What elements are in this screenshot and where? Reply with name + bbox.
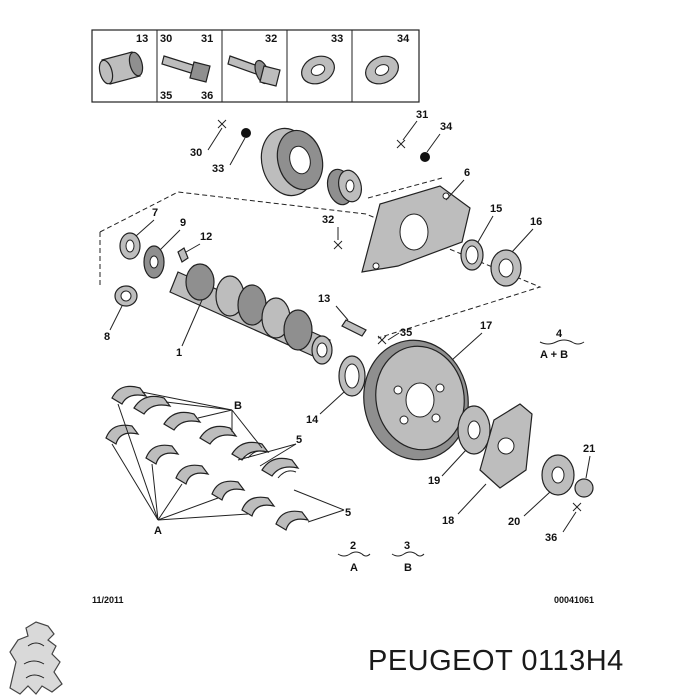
pilot-bush bbox=[574, 478, 594, 498]
bolt-marker-icon bbox=[377, 335, 387, 345]
callout-14: 14 bbox=[306, 414, 319, 426]
flywheel bbox=[363, 339, 469, 461]
callout-9: 9 bbox=[180, 217, 186, 229]
assembly-outline bbox=[367, 177, 443, 199]
footer-code: 00041061 bbox=[554, 595, 594, 605]
callout-a: A bbox=[154, 525, 162, 537]
callout-31: 31 bbox=[416, 109, 428, 121]
legend-label-36: 36 bbox=[201, 90, 213, 102]
legend-washer-icon bbox=[365, 55, 399, 85]
callout-15: 15 bbox=[490, 203, 502, 215]
brand-part-number: PEUGEOT 0113H4 bbox=[368, 645, 624, 677]
bolt-marker-icon bbox=[396, 139, 406, 149]
callout-12: 12 bbox=[200, 231, 212, 243]
dowel-pin bbox=[341, 319, 367, 337]
crankshaft bbox=[169, 263, 333, 365]
legend-washer-icon bbox=[301, 55, 335, 85]
callout-3: 3 bbox=[404, 540, 410, 552]
crankshaft-pulley bbox=[260, 127, 324, 197]
bolt-marker-icon bbox=[572, 502, 582, 512]
callout-4: 4 bbox=[556, 328, 563, 340]
callout-8: 8 bbox=[104, 331, 110, 343]
callout-34: 34 bbox=[440, 121, 453, 133]
washer-marker-icon bbox=[420, 152, 430, 162]
callout-1: 1 bbox=[176, 347, 182, 359]
washer-marker-icon bbox=[241, 128, 251, 138]
legend-bolt-icon bbox=[161, 55, 211, 83]
callout-4-sub: A + B bbox=[540, 349, 568, 361]
callout-5: 5 bbox=[345, 507, 351, 519]
oil-pump-cover bbox=[361, 185, 471, 273]
callout-13: 13 bbox=[318, 293, 330, 305]
timing-gear bbox=[326, 168, 363, 206]
callout-36: 36 bbox=[545, 532, 557, 544]
legend-label-31: 31 bbox=[201, 33, 213, 45]
leader-lines-b bbox=[141, 391, 263, 449]
woodruff-key bbox=[177, 247, 189, 263]
leader-lines-5 bbox=[237, 443, 345, 523]
callout-2: 2 bbox=[350, 540, 356, 552]
callout-16: 16 bbox=[530, 216, 542, 228]
callout-32: 32 bbox=[322, 214, 334, 226]
legend-flange-bolt-icon bbox=[227, 55, 281, 87]
legend-label-35: 35 bbox=[160, 90, 172, 102]
callout-30: 30 bbox=[190, 147, 202, 159]
main-bearing-shells bbox=[105, 385, 310, 531]
footer-date: 11/2011 bbox=[92, 595, 124, 605]
callout-19: 19 bbox=[428, 475, 440, 487]
callout-21: 21 bbox=[583, 443, 595, 455]
leader-lines-a bbox=[111, 403, 249, 521]
callout-35: 35 bbox=[400, 327, 412, 339]
bolt-marker-icon bbox=[217, 119, 227, 129]
legend-strip: 13 30 31 35 36 32 33 34 bbox=[91, 29, 420, 103]
legend-label-33: 33 bbox=[331, 33, 343, 45]
callout-2-sub: A bbox=[350, 562, 358, 574]
legend-label-30: 30 bbox=[160, 33, 172, 45]
callout-20: 20 bbox=[508, 516, 520, 528]
callout-b: B bbox=[234, 400, 242, 412]
legend-label-32: 32 bbox=[265, 33, 277, 45]
legend-label-13: 13 bbox=[136, 33, 148, 45]
callout-5: 5 bbox=[296, 434, 302, 446]
bolt-marker-icon bbox=[333, 240, 343, 250]
callout-33: 33 bbox=[212, 163, 224, 175]
callout-3-sub: B bbox=[404, 562, 412, 574]
assembly-outline bbox=[99, 191, 542, 339]
callout-7: 7 bbox=[152, 207, 158, 219]
callout-18: 18 bbox=[442, 515, 454, 527]
legend-label-34: 34 bbox=[397, 33, 410, 45]
callout-17: 17 bbox=[480, 320, 492, 332]
callout-6: 6 bbox=[464, 167, 470, 179]
peugeot-lion-logo-icon bbox=[9, 621, 63, 695]
legend-dowel-pin-icon bbox=[98, 51, 144, 85]
